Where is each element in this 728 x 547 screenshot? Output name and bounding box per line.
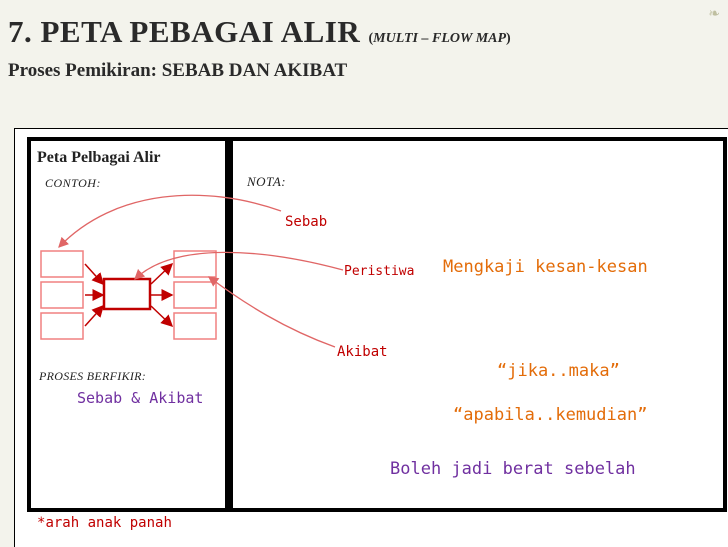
nota-label: NOTA: [247,174,287,189]
slide-subtitle: Proses Pemikiran: SEBAB DAN AKIBAT [8,60,348,81]
sebab-label: Sebab [285,214,328,230]
title-note-italic: MULTI – FLOW MAP [373,31,507,46]
peristiwa-pointer [134,251,344,280]
akibat-pointer [207,276,336,348]
slide-title: 7. PETA PEBAGAI ALIR (MULTI – FLOW MAP) [8,14,511,50]
apabila-note: “apabila..kemudian” [453,405,648,425]
arah-note: *arah anak panah [37,515,172,531]
cause-box [40,281,84,309]
diagram-panel: Peta Pelbagai Alir CONTOH: NOTA: PROSES … [14,128,728,547]
proses-label: PROSES BERFIKIR: [39,369,147,383]
arah-star: * [37,515,46,531]
cause-arrow [84,263,105,286]
effect-arrow [150,262,174,285]
title-note: (MULTI – FLOW MAP) [368,31,510,46]
title-note-open: ( [368,31,374,46]
effect-arrow [150,305,174,328]
cause-box [40,250,84,278]
left-title: Peta Pelbagai Alir [37,149,161,166]
kesan-note: Mengkaji kesan-kesan [443,257,648,277]
effect-box [173,281,217,309]
jika-note: “jika..maka” [497,361,620,381]
cause-box [40,312,84,340]
title-note-close: ) [506,31,511,46]
slide-header: 7. PETA PEBAGAI ALIR (MULTI – FLOW MAP) … [0,0,728,124]
boleh-note: Boleh jadi berat sebelah [390,459,636,479]
cause-arrow [84,304,105,327]
sebab-pointer [58,194,282,248]
corner-ornament-icon: ❧ [708,6,720,22]
flow-map-diagram [40,194,344,348]
effect-box [173,250,217,278]
event-box [102,277,152,311]
peristiwa-label: Peristiwa [344,264,415,279]
effect-box [173,312,217,340]
diagram-frame [27,137,727,512]
arah-text: arah anak panah [45,515,172,531]
frame-divider [225,137,233,512]
proses-value: Sebab & Akibat [77,389,204,407]
akibat-label: Akibat [337,344,388,360]
title-text: 7. PETA PEBAGAI ALIR [8,14,361,49]
contoh-label: CONTOH: [45,176,101,190]
